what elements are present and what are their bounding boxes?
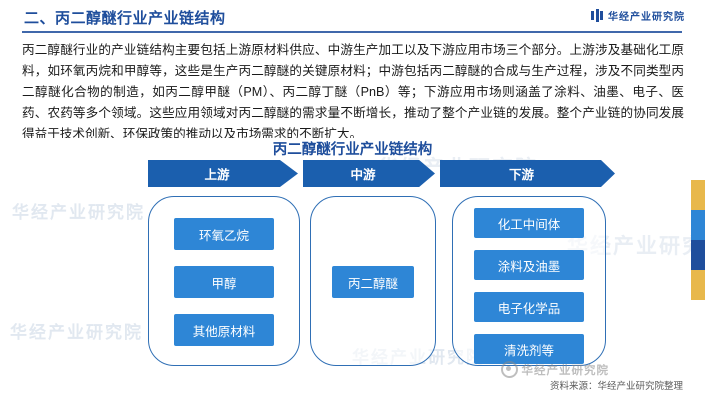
header-divider: [22, 31, 682, 33]
stage-label-downstream: 下游: [508, 168, 534, 182]
node-upstream-1: 环氧乙烷: [174, 218, 274, 250]
diagram-title: 丙二醇醚行业产业链结构: [272, 142, 433, 158]
stage-arrow-downstream: 下游: [440, 160, 615, 187]
body-paragraph: 丙二醇醚行业的产业链结构主要包括上游原材料供应、中游生产加工以及下游应用市场三个…: [22, 43, 684, 141]
stage-arrow-midstream: 中游: [303, 160, 435, 187]
source-note: 资料来源：华经产业研究院整理: [549, 381, 683, 392]
node-downstream-4: 清洗剂等: [474, 334, 584, 364]
node-upstream-3: 其他原材料: [174, 314, 274, 346]
watermark: 华经产业研究院: [12, 203, 145, 222]
node-midstream-1: 丙二醇醚: [332, 266, 414, 298]
brand-label: 华经产业研究院: [608, 12, 685, 23]
node-downstream-2: 涂料及油墨: [474, 250, 584, 280]
weibo-label: 华经产业研究院: [521, 364, 609, 377]
stage-label-midstream: 中游: [350, 168, 376, 182]
node-upstream-2: 甲醇: [174, 266, 274, 298]
page-header: 二、丙二醇醚行业产业链结构: [0, 0, 705, 34]
page-title: 二、丙二醇醚行业产业链结构: [24, 9, 226, 27]
brand-logo: 华经产业研究院: [591, 8, 685, 23]
weibo-icon: [500, 361, 518, 378]
brand-mark-icon: [591, 9, 603, 22]
edge-color-strip: [691, 180, 705, 300]
node-downstream-3: 电子化学品: [474, 292, 584, 322]
watermark: 华经产业研究院: [10, 323, 143, 342]
supply-chain-diagram: 丙二醇醚行业产业链结构 华经产业研究院 华经产业研究院 华经产业研究院 华经产业…: [10, 138, 705, 373]
stage-arrow-upstream: 上游: [148, 160, 298, 187]
weibo-watermark: 华经产业研究院: [500, 361, 610, 378]
stage-label-upstream: 上游: [204, 168, 230, 182]
node-downstream-1: 化工中间体: [474, 208, 584, 238]
